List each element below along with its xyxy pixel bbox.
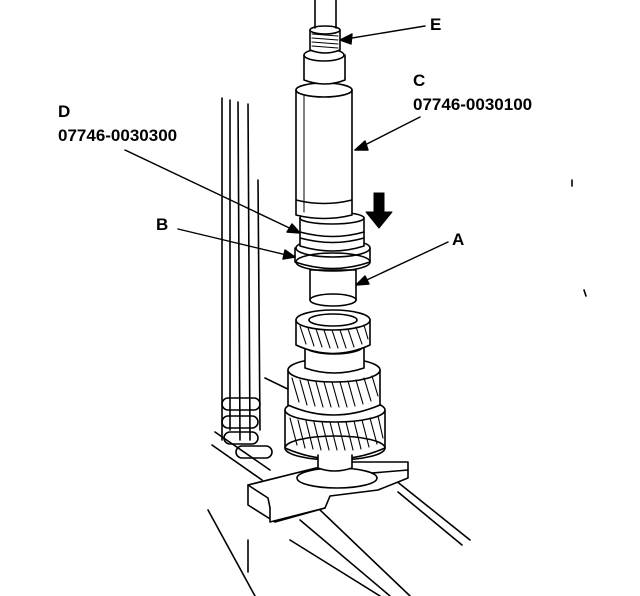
shaft-end-e bbox=[303, 0, 346, 85]
callout-e-letter: E bbox=[430, 15, 442, 34]
base-rollers bbox=[221, 397, 273, 459]
leader-d bbox=[124, 149, 301, 234]
callout-a-letter: A bbox=[452, 230, 465, 249]
callout-d-letter: D bbox=[58, 102, 71, 121]
leader-c bbox=[354, 116, 421, 151]
leader-b bbox=[177, 228, 296, 260]
mainshaft bbox=[309, 269, 357, 307]
callout-c-part-number: 07746-0030100 bbox=[413, 95, 533, 114]
callout-b-letter: B bbox=[156, 215, 169, 234]
base-rails bbox=[207, 479, 471, 596]
callout-d-part-number: 07746-0030300 bbox=[58, 126, 178, 145]
driver-c bbox=[295, 82, 353, 220]
press-frame bbox=[211, 97, 587, 481]
arrow-down-icon bbox=[365, 192, 393, 229]
leader-a bbox=[355, 241, 449, 286]
leader-lines bbox=[124, 25, 449, 286]
leader-e bbox=[339, 25, 426, 45]
callout-c-letter: C bbox=[413, 71, 426, 90]
support-plate bbox=[247, 461, 409, 523]
gear-cluster bbox=[284, 309, 386, 472]
